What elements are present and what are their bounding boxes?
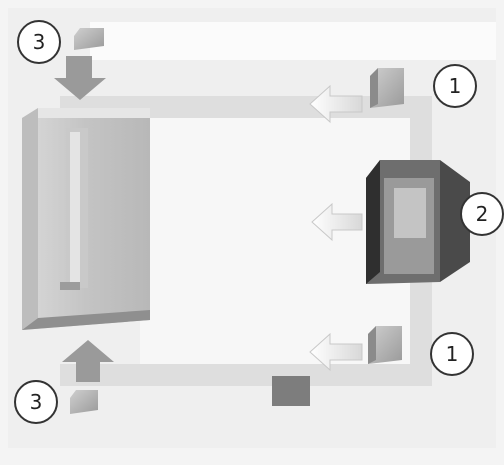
speaker-bottom-left — [70, 390, 98, 414]
badge-top-right: 1 — [433, 64, 477, 108]
subwoofer — [272, 376, 310, 406]
speaker-top-left — [74, 28, 104, 50]
badge-bottom-right: 1 — [430, 332, 474, 376]
arrow-bottom-left — [62, 340, 114, 382]
arrow-center-right — [311, 202, 363, 242]
badge-top-left-label: 3 — [33, 30, 46, 54]
tv-unit — [366, 160, 470, 284]
badge-top-left: 3 — [17, 20, 61, 64]
badge-bottom-left: 3 — [14, 380, 58, 424]
badge-center-right: 2 — [460, 192, 504, 236]
badge-bottom-left-label: 3 — [30, 390, 43, 414]
sofa — [22, 108, 150, 330]
speaker-bottom-right — [368, 326, 402, 364]
badge-bottom-right-label: 1 — [446, 342, 459, 366]
speaker-top-right — [370, 68, 404, 108]
top-strip — [90, 22, 496, 60]
badge-center-right-label: 2 — [476, 202, 489, 226]
listening-path — [60, 96, 432, 386]
arrow-top-right — [309, 84, 363, 124]
badge-top-right-label: 1 — [449, 74, 462, 98]
arrow-bottom-right — [309, 332, 363, 372]
arrow-top-left — [54, 56, 106, 100]
